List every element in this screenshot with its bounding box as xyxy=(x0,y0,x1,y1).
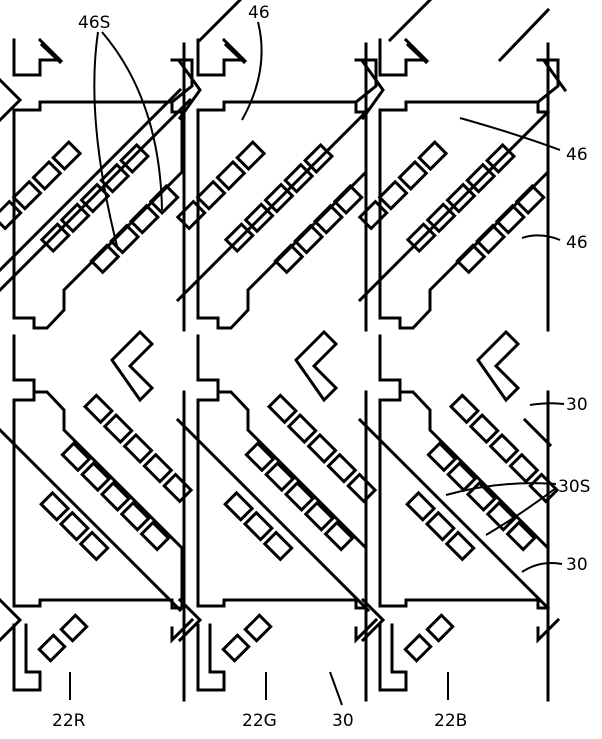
pixel-column-22R xyxy=(0,40,204,690)
label-46S: 46S xyxy=(78,13,110,33)
label-22G: 22G xyxy=(242,711,277,731)
label-30-right-1: 30 xyxy=(566,395,588,415)
pixel-column-22B xyxy=(360,40,570,690)
label-22R: 22R xyxy=(52,711,86,731)
signal-lines xyxy=(0,0,565,700)
label-46-right-1: 46 xyxy=(566,145,588,165)
label-30-bottom: 30 xyxy=(332,711,354,731)
pixel-column-22G xyxy=(178,40,388,690)
label-30S: 30S xyxy=(558,477,590,497)
label-22B: 22B xyxy=(434,711,467,731)
label-46-top: 46 xyxy=(248,3,270,23)
label-30-right-2: 30 xyxy=(566,555,588,575)
label-46-right-2: 46 xyxy=(566,233,588,253)
